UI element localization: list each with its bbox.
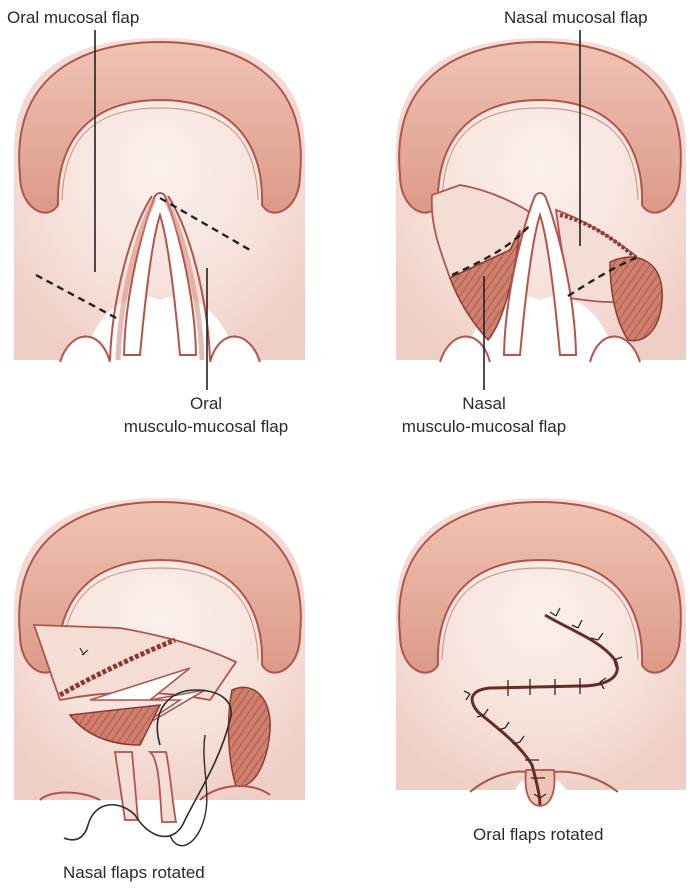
label-oral-mucosal-flap: Oral mucosal flap (7, 7, 139, 29)
panel-flaps-raised (396, 30, 686, 390)
label-oral-musculo-mucosal-flap-line1: Oral (106, 393, 306, 415)
panel-incision-design (14, 30, 305, 390)
panel-nasal-flaps-rotated (14, 498, 305, 846)
label-nasal-mucosal-flap: Nasal mucosal flap (504, 7, 648, 29)
panel-oral-flaps-rotated (396, 498, 686, 806)
label-nasal-flaps-rotated: Nasal flaps rotated (63, 862, 205, 884)
label-nasal-musculo-mucosal-flap-line2: musculo-mucosal flap (384, 416, 584, 438)
label-nasal-musculo-mucosal-flap-line1: Nasal (384, 393, 584, 415)
label-oral-flaps-rotated: Oral flaps rotated (473, 824, 603, 846)
label-oral-musculo-mucosal-flap-line2: musculo-mucosal flap (106, 416, 306, 438)
